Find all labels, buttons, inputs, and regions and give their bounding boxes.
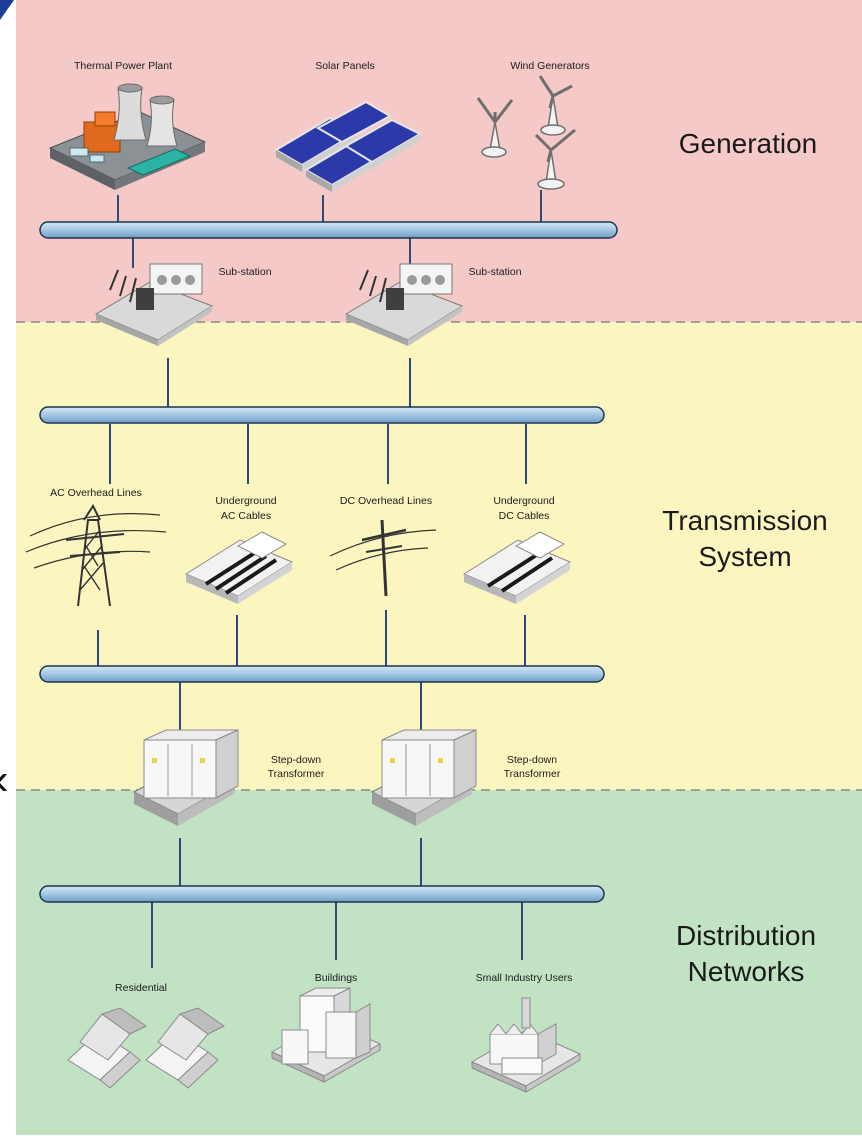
underground-ac-label-line2: AC Cables bbox=[220, 510, 272, 522]
buildings-icon bbox=[270, 987, 382, 1083]
distribution-title-line1: Distribution bbox=[675, 920, 817, 951]
underground-ac-cables-icon bbox=[184, 531, 294, 604]
thermal-power-plant-icon bbox=[48, 83, 207, 190]
small-industry-icon bbox=[470, 997, 582, 1093]
thermal-power-plant-label: Thermal Power Plant bbox=[73, 60, 173, 72]
substation-left-label: Sub-station bbox=[218, 266, 272, 278]
wind-generators-icon bbox=[476, 75, 576, 190]
bus-bar-2 bbox=[39, 406, 605, 424]
generation-title: Generation bbox=[678, 128, 818, 159]
underground-dc-cables-icon bbox=[462, 531, 572, 604]
transformer-right-label-line2: Transformer bbox=[503, 768, 561, 780]
transformer-left-icon bbox=[132, 729, 239, 826]
distribution-zone bbox=[16, 790, 862, 1135]
underground-ac-label-line1: Underground bbox=[215, 495, 277, 507]
solar-panels-icon bbox=[274, 100, 423, 192]
transformer-right-icon bbox=[370, 729, 477, 826]
dc-overhead-lines-icon bbox=[329, 519, 437, 597]
transformer-right-label-line1: Step-down bbox=[506, 754, 558, 766]
substation-left-icon bbox=[94, 263, 214, 346]
distribution-title-line2: Networks bbox=[687, 956, 805, 987]
transmission-title-line1: Transmission bbox=[662, 505, 828, 536]
wind-generators-label: Wind Generators bbox=[510, 60, 590, 72]
solar-panels-label: Solar Panels bbox=[315, 60, 375, 72]
corner-accent bbox=[0, 0, 14, 20]
substation-right-label: Sub-station bbox=[468, 266, 522, 278]
transmission-zone bbox=[16, 322, 862, 790]
underground-dc-label-line2: DC Cables bbox=[498, 510, 550, 522]
substation-right-icon bbox=[344, 263, 464, 346]
dc-overhead-lines-label: DC Overhead Lines bbox=[339, 495, 433, 507]
buildings-label: Buildings bbox=[314, 972, 358, 984]
underground-dc-label-line1: Underground bbox=[493, 495, 555, 507]
transformer-left-label-line1: Step-down bbox=[270, 754, 322, 766]
residential-houses-icon bbox=[67, 1007, 225, 1089]
bus-bar-4 bbox=[39, 885, 605, 903]
ac-overhead-lines-label: AC Overhead Lines bbox=[50, 487, 142, 499]
bus-bar-1 bbox=[39, 221, 618, 239]
small-industry-users-label: Small Industry Users bbox=[475, 972, 573, 984]
ac-overhead-lines-icon bbox=[25, 503, 167, 607]
residential-label: Residential bbox=[115, 982, 167, 994]
bus-bar-3 bbox=[39, 665, 605, 683]
previous-arrow-icon[interactable]: ‹ bbox=[0, 758, 9, 802]
connector-lines bbox=[97, 190, 542, 968]
transformer-left-label-line2: Transformer bbox=[267, 768, 325, 780]
transmission-title-line2: System bbox=[698, 541, 792, 572]
